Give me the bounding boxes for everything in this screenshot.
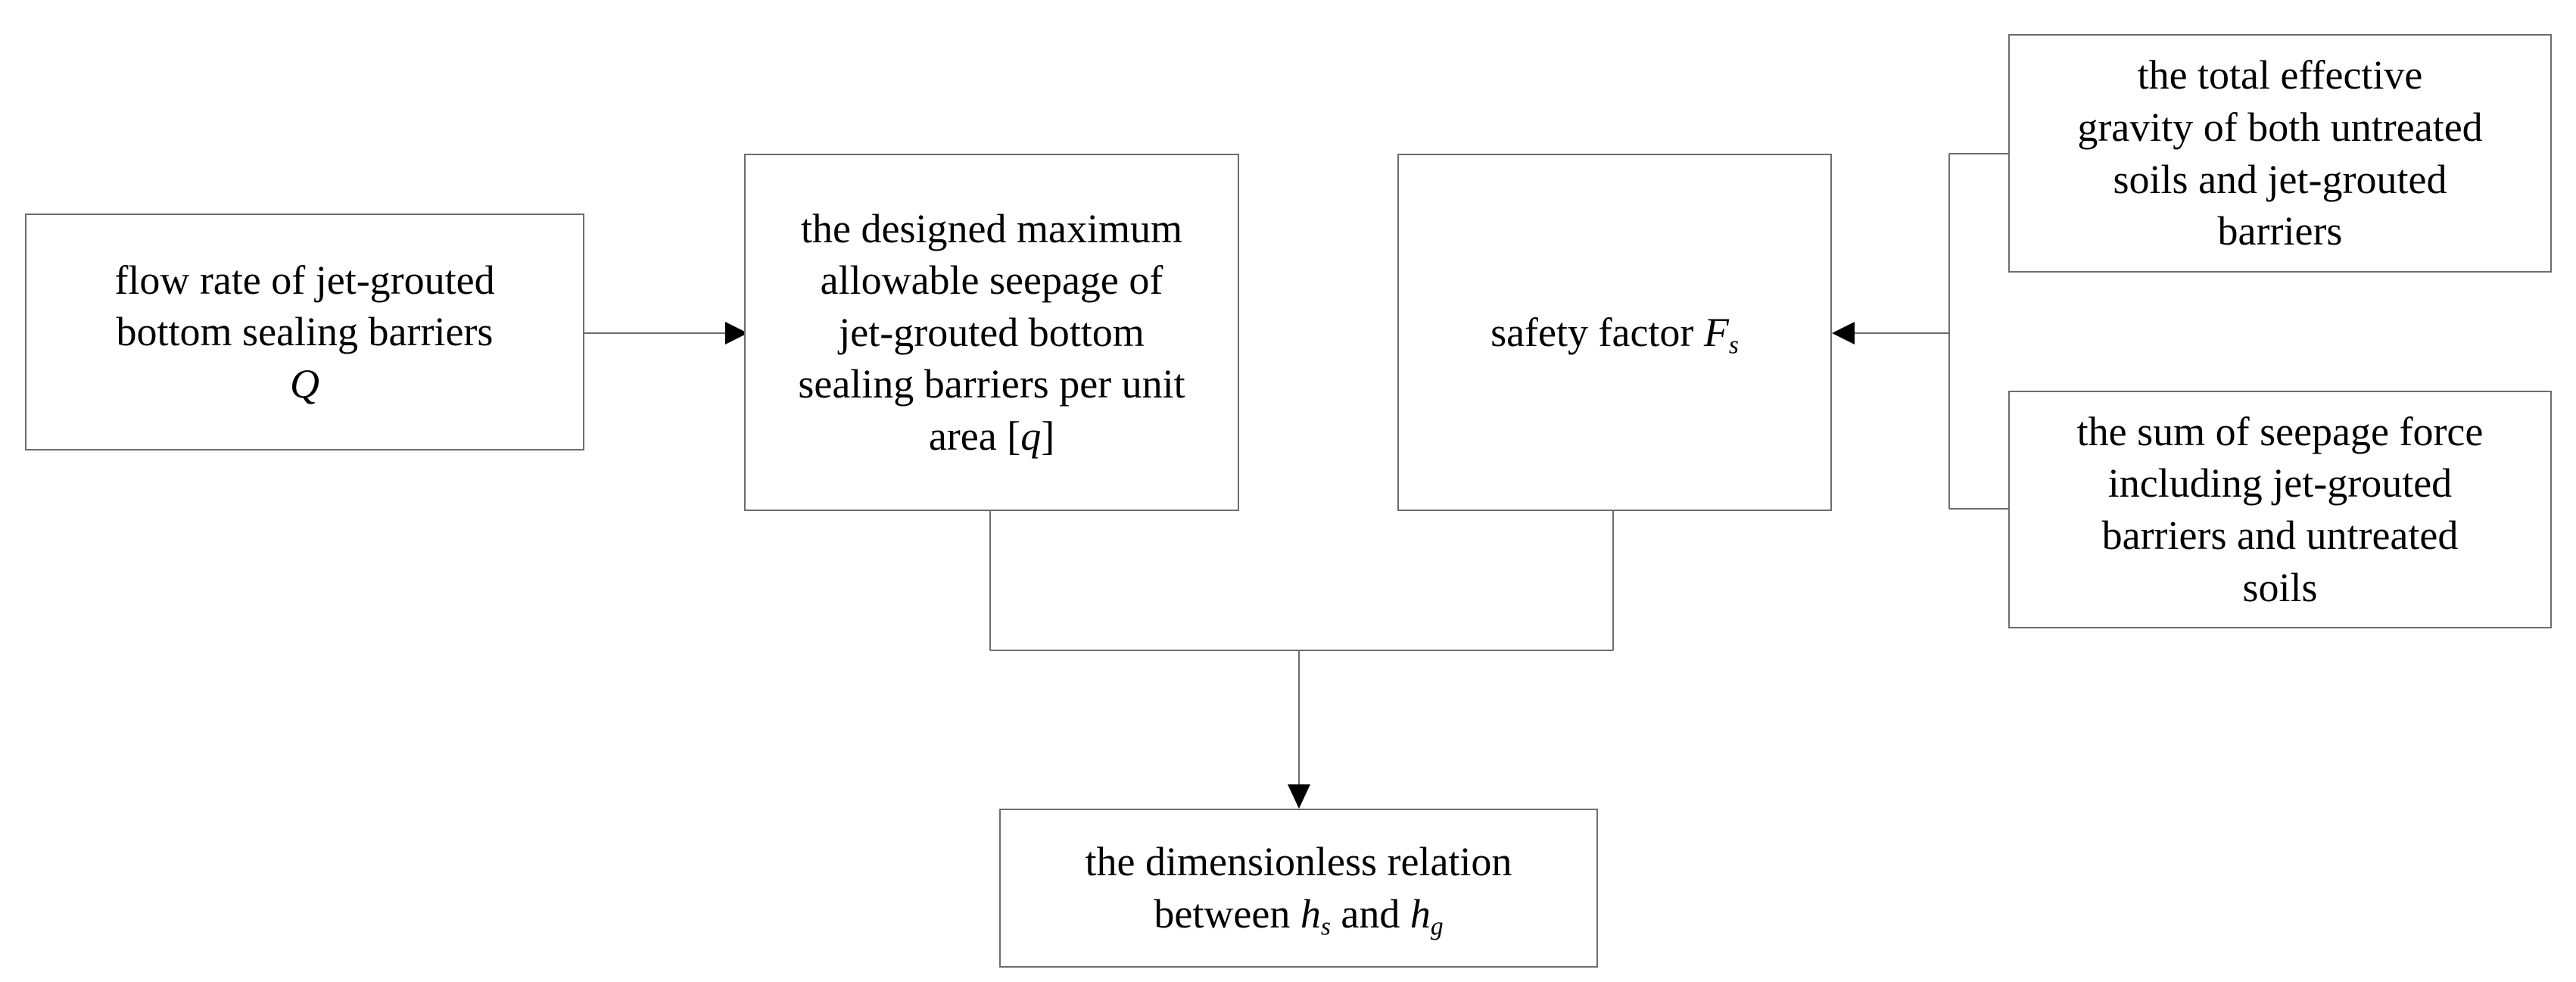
safety-factor-symbol: F bbox=[1703, 309, 1729, 355]
max-seepage-line-2: allowable seepage of bbox=[820, 257, 1163, 304]
relation-conjunction: and bbox=[1330, 891, 1410, 937]
max-seepage-line-5: area [q] bbox=[798, 410, 1185, 463]
safety-factor-prefix: safety factor bbox=[1490, 309, 1704, 355]
max-seepage-line-1: the designed maximum bbox=[801, 205, 1182, 251]
relation-symbol-2: h bbox=[1409, 891, 1431, 937]
relation-subscript-2: g bbox=[1430, 912, 1444, 941]
seepage-force-line-1: the sum of seepage force bbox=[2076, 408, 2484, 454]
seepage-force-box: the sum of seepage force including jet-g… bbox=[2008, 391, 2552, 628]
max-seepage-prefix: area [ bbox=[928, 413, 1021, 459]
seepage-force-line-4: soils bbox=[2242, 564, 2318, 610]
max-seepage-box: the designed maximum allowable seepage o… bbox=[744, 154, 1239, 511]
relation-symbol-1: h bbox=[1300, 891, 1321, 937]
safety-factor-box: safety factor Fs bbox=[1397, 154, 1832, 511]
gravity-line-2: gravity of both untreated bbox=[2077, 104, 2483, 150]
dimensionless-relation-box: the dimensionless relation between hs an… bbox=[999, 809, 1598, 968]
effective-gravity-box: the total effective gravity of both untr… bbox=[2008, 34, 2552, 273]
gravity-line-1: the total effective bbox=[2137, 52, 2423, 98]
max-seepage-line-3: jet-grouted bottom bbox=[839, 309, 1145, 355]
arrow-flow-to-seepage-head bbox=[725, 322, 748, 344]
gravity-line-4: barriers bbox=[2217, 208, 2343, 254]
arrow-merge-to-relation-head bbox=[1288, 784, 1310, 809]
seepage-force-line-3: barriers and untreated bbox=[2101, 513, 2459, 558]
relation-line-2: between hs and hg bbox=[1086, 888, 1512, 940]
relation-line-1: the dimensionless relation bbox=[1085, 839, 1512, 885]
max-seepage-line-4: sealing barriers per unit bbox=[798, 361, 1185, 407]
flow-rate-symbol: Q bbox=[289, 360, 319, 407]
safety-factor-subscript: s bbox=[1728, 331, 1739, 360]
relation-subscript-1: s bbox=[1320, 912, 1331, 941]
relation-prefix: between bbox=[1154, 891, 1300, 937]
max-seepage-symbol: q bbox=[1020, 413, 1042, 459]
flow-rate-box: flow rate of jet-grouted bottom sealing … bbox=[25, 214, 584, 450]
flow-rate-line-2: bottom sealing barriers bbox=[116, 309, 494, 355]
arrow-bracket-to-safety-head bbox=[1832, 322, 1855, 344]
gravity-line-3: soils and jet-grouted bbox=[2113, 156, 2447, 202]
safety-factor-label: safety factor Fs bbox=[1490, 307, 1739, 359]
max-seepage-suffix: ] bbox=[1041, 413, 1055, 459]
flow-rate-line-1: flow rate of jet-grouted bbox=[114, 257, 495, 303]
seepage-force-line-2: including jet-grouted bbox=[2107, 460, 2453, 507]
